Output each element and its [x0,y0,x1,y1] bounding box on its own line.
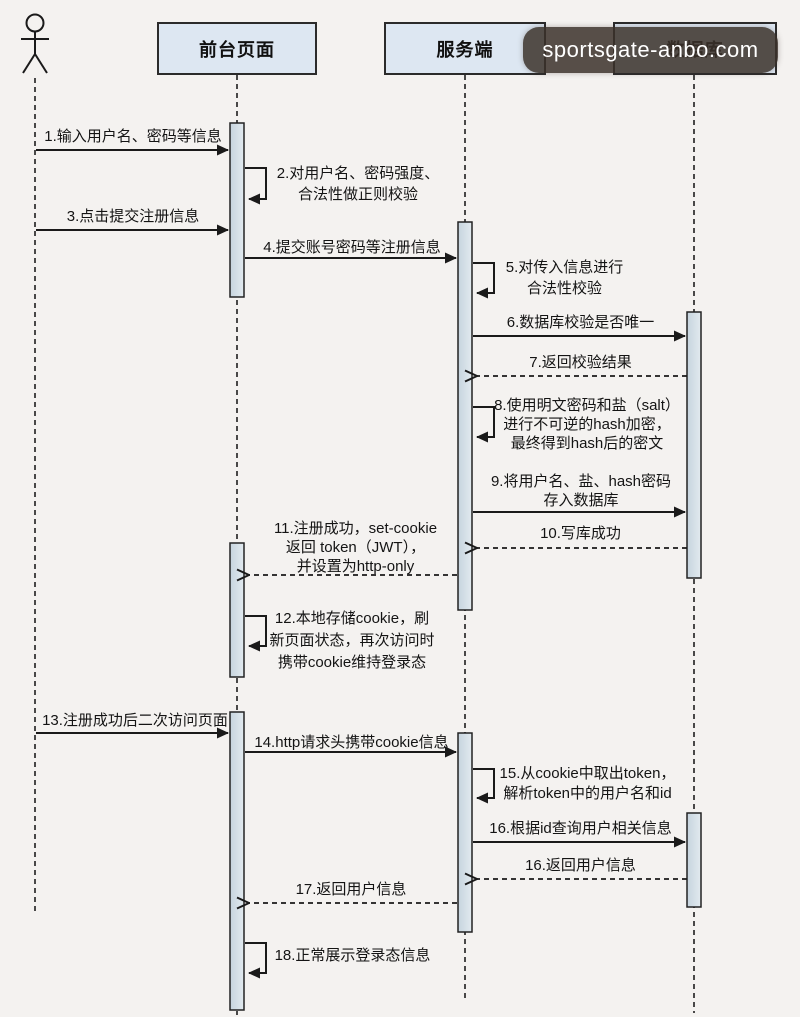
msg-8-label: 8.使用明文密码和盐（salt） 进行不可逆的hash加密， 最终得到hash后… [494,397,680,452]
msg-16-label: 16.根据id查询用户相关信息 [489,820,672,837]
msg-16b-label: 16.返回用户信息 [525,857,636,874]
activation-frontend-1 [229,122,245,298]
msg-6-label: 6.数据库校验是否唯一 [506,314,655,331]
msg-10-label: 10.写库成功 [540,525,621,542]
msg-13-label: 13.注册成功后二次访问页面 [42,712,228,729]
msg-4-label: 4.提交账号密码等注册信息 [263,239,441,256]
activation-frontend-3 [229,711,245,1011]
self-loop-msg-15 [473,768,495,804]
msg-15-label: 15.从cookie中取出token， 解析token中的用户名和id [499,765,676,802]
participant-server: 服务端 [384,22,546,75]
self-loop-msg-2 [245,167,267,205]
msg-11-label: 11.注册成功，set-cookie 返回 token（JWT）， 并设置为ht… [273,520,438,575]
activation-database-2 [686,812,702,908]
activation-frontend-2 [229,542,245,678]
self-loop-msg-5 [473,262,495,299]
msg-14-label: 14.http请求头携带cookie信息 [254,734,449,751]
msg-2-label: 2.对用户名、密码强度、 合法性做正则校验 [276,165,440,203]
msg-7-label: 7.返回校验结果 [529,354,632,371]
msg-18-label: 18.正常展示登录态信息 [274,947,431,964]
self-loop-msg-8 [473,406,495,443]
activation-server-1 [457,221,473,611]
msg-1-label: 1.输入用户名、密码等信息 [44,128,222,145]
activation-server-2 [457,732,473,933]
msg-5-label: 5.对传入信息进行 合法性校验 [505,259,624,297]
msg-12-label: 12.本地存储cookie，刷 新页面状态，再次访问时 携带cookie维持登录… [269,610,435,671]
participant-frontend: 前台页面 [157,22,317,75]
msg-17-label: 17.返回用户信息 [295,881,407,898]
user-actor-icon [21,13,49,74]
activation-database-1 [686,311,702,579]
self-loop-msg-18 [245,942,267,979]
self-loop-msg-12 [245,615,267,652]
msg-9-label: 9.将用户名、盐、hash密码 存入数据库 [490,473,672,509]
watermark-badge: sportsgate-anbo.com [523,27,778,73]
msg-3-label: 3.点击提交注册信息 [66,208,200,225]
